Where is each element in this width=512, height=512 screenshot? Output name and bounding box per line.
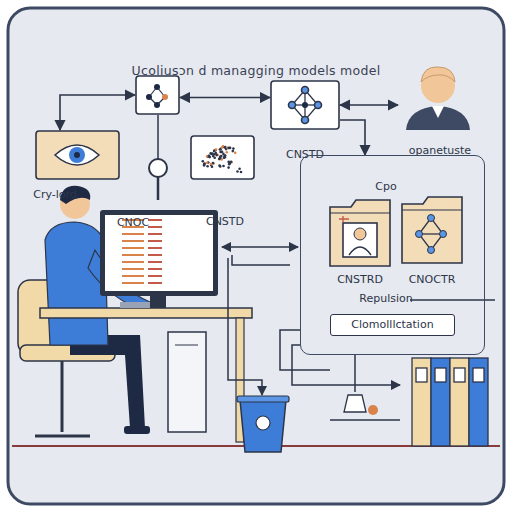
node-label: Cpo — [375, 180, 396, 193]
node-label: CNSTRD — [337, 273, 383, 286]
magnifier-icon — [149, 115, 167, 200]
process-panel: CpoRepulsionCNSTRDCNOCTRClomolllctation — [300, 155, 485, 355]
model-box-icon — [135, 75, 180, 115]
connector-arrow — [180, 97, 270, 99]
background-frame — [8, 8, 504, 504]
node-label: Cry-lord — [33, 188, 77, 201]
eye-box: Cry-lord — [35, 130, 120, 180]
node-label: CNOC — [117, 216, 149, 229]
connector-arrow — [340, 120, 365, 155]
node-label: Clomolllctation — [351, 318, 433, 331]
decorative-arrows — [222, 247, 495, 395]
folder-icon — [401, 196, 463, 264]
folder-icon — [329, 199, 391, 267]
scatter-box: CNSTD — [190, 135, 255, 180]
eye-box-icon — [35, 130, 120, 180]
network-box: CNSTD — [270, 80, 340, 130]
recycle-bin — [237, 396, 289, 452]
connector-arrow — [340, 104, 398, 106]
device — [330, 395, 400, 420]
folder: CNOCTR — [401, 196, 463, 264]
scatter-box-icon — [190, 135, 255, 180]
network-box-icon — [270, 80, 340, 130]
process-box: Clomolllctation — [330, 314, 455, 336]
node-label: CNOCTR — [409, 273, 456, 286]
diagram-title: Ucoliusɔn d managging models model — [132, 63, 381, 78]
monitor — [100, 210, 218, 308]
connector-arrow — [60, 95, 135, 130]
folder: CNSTRD — [329, 199, 391, 267]
person-node-icon — [398, 58, 478, 130]
desk — [40, 308, 252, 442]
node-label: Repulsion — [359, 292, 412, 305]
person-node: opanetuste — [398, 58, 478, 130]
binders — [412, 358, 488, 446]
node-label: CNSTD — [206, 215, 244, 228]
model-box: CNOC — [135, 75, 180, 115]
